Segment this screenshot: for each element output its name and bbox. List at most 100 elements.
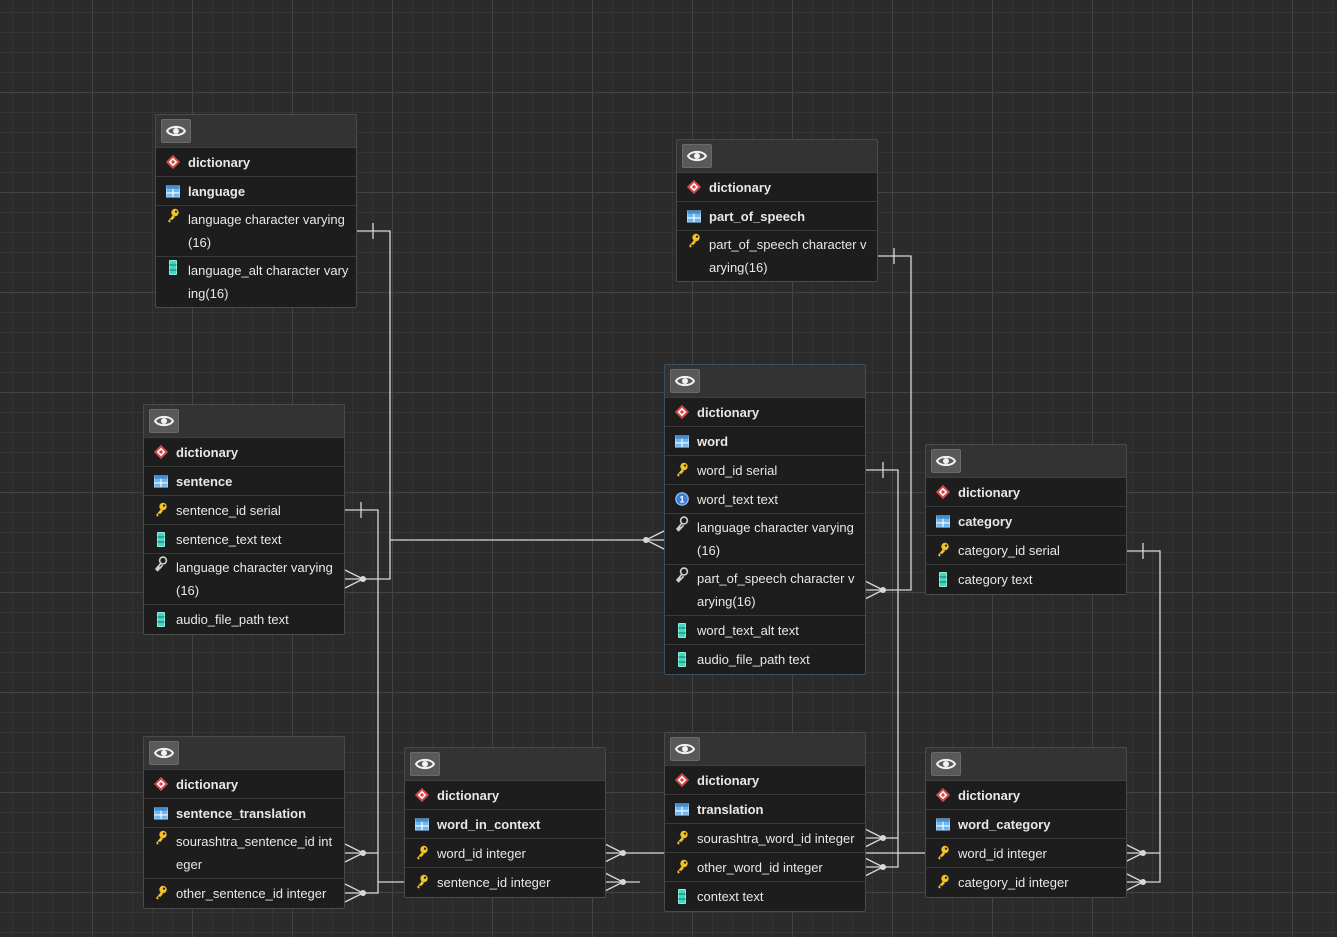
column-row[interactable]: language character varying (16) xyxy=(156,206,356,257)
schema-icon xyxy=(154,777,168,791)
relationship-dot xyxy=(880,587,886,593)
table-word-in-context[interactable]: dictionary word_in_context word_id integer… xyxy=(404,747,606,898)
table-header xyxy=(926,748,1126,781)
table-name-row: translation xyxy=(665,795,865,824)
table-icon xyxy=(166,184,180,198)
column-label: language character varying (16) xyxy=(176,560,333,598)
table-name-row: sentence_translation xyxy=(144,799,344,828)
schema-icon xyxy=(936,485,950,499)
schema-row: dictionary xyxy=(926,781,1126,810)
column-label: sentence_id integer xyxy=(437,875,551,890)
column-row[interactable]: category_id integer xyxy=(926,868,1126,897)
relationship-dot xyxy=(880,835,886,841)
column-row[interactable]: other_sentence_id integer xyxy=(144,879,344,908)
relationship-line xyxy=(345,509,379,894)
table-name-row: word_category xyxy=(926,810,1126,839)
relationship-dot xyxy=(360,576,366,582)
eye-icon[interactable] xyxy=(682,144,712,168)
schema-icon xyxy=(154,445,168,459)
key-icon xyxy=(154,502,168,517)
column-row[interactable]: sentence_id integer xyxy=(405,868,605,897)
schema-icon xyxy=(687,180,701,194)
table-icon xyxy=(936,817,950,831)
column-row[interactable]: part_of_speech character varying(16) xyxy=(677,231,877,281)
table-name: translation xyxy=(697,801,764,817)
unique-icon: 1 xyxy=(675,492,689,506)
column-row[interactable]: audio_file_path text xyxy=(665,645,865,674)
table-name: word xyxy=(697,433,729,449)
schema-row: dictionary xyxy=(926,478,1126,507)
column-row[interactable]: other_word_id integer xyxy=(665,853,865,882)
column-label: sentence_id serial xyxy=(176,503,281,518)
column-label: category_id integer xyxy=(958,875,1069,890)
eye-icon[interactable] xyxy=(670,369,700,393)
column-row[interactable]: word_text_alt text xyxy=(665,616,865,645)
column-row[interactable]: language character varying (16) xyxy=(144,554,344,605)
table-header xyxy=(677,140,877,173)
column-row[interactable]: word_id serial xyxy=(665,456,865,485)
eye-icon[interactable] xyxy=(931,752,961,776)
column-row[interactable]: sentence_text text xyxy=(144,525,344,554)
schema-row: dictionary xyxy=(144,438,344,467)
column-label: language character varying (16) xyxy=(188,212,345,250)
key-icon xyxy=(687,233,701,248)
key-icon xyxy=(415,845,429,860)
column-row[interactable]: word_id integer xyxy=(926,839,1126,868)
relationship-dot xyxy=(620,850,626,856)
column-label: category text xyxy=(958,572,1033,587)
column-row[interactable]: context text xyxy=(665,882,865,911)
foreign-key-icon xyxy=(675,567,689,583)
table-header xyxy=(665,733,865,766)
table-icon xyxy=(415,817,429,831)
table-header xyxy=(665,365,865,398)
column-row[interactable]: category_id serial xyxy=(926,536,1126,565)
eye-icon[interactable] xyxy=(931,449,961,473)
key-icon xyxy=(415,874,429,889)
table-name-row: language xyxy=(156,177,356,206)
key-icon xyxy=(936,542,950,557)
column-row[interactable]: audio_file_path text xyxy=(144,605,344,634)
column-label: word_text text xyxy=(697,492,778,507)
schema-icon xyxy=(675,405,689,419)
schema-name: dictionary xyxy=(437,787,500,803)
column-label: part_of_speech character varying(16) xyxy=(709,237,867,275)
column-row[interactable]: language_alt character varying(16) xyxy=(156,257,356,307)
table-name: category xyxy=(958,513,1013,529)
column-label: other_sentence_id integer xyxy=(176,886,327,901)
table-name: word_in_context xyxy=(437,816,541,832)
table-name: word_category xyxy=(958,816,1051,832)
schema-row: dictionary xyxy=(144,770,344,799)
column-row[interactable]: sourashtra_sentence_id integer xyxy=(144,828,344,879)
relationship-line xyxy=(1127,550,1161,883)
eye-icon[interactable] xyxy=(149,741,179,765)
schema-icon xyxy=(675,773,689,787)
table-name-row: sentence xyxy=(144,467,344,496)
eye-icon[interactable] xyxy=(410,752,440,776)
column-row[interactable]: sourashtra_word_id integer xyxy=(665,824,865,853)
column-row[interactable]: sentence_id serial xyxy=(144,496,344,525)
svg-text:1: 1 xyxy=(679,495,684,505)
table-icon xyxy=(936,514,950,528)
schema-row: dictionary xyxy=(156,148,356,177)
column-icon xyxy=(936,571,950,587)
foreign-key-icon xyxy=(154,556,168,572)
key-icon xyxy=(154,885,168,900)
table-word-category[interactable]: dictionary word_category word_id integer ca… xyxy=(925,747,1127,898)
eye-icon[interactable] xyxy=(149,409,179,433)
relationship-dot xyxy=(880,864,886,870)
eye-icon[interactable] xyxy=(161,119,191,143)
column-row[interactable]: word_id integer xyxy=(405,839,605,868)
table-category[interactable]: dictionary category category_id serial cate… xyxy=(925,444,1127,595)
column-row[interactable]: 1 word_text text xyxy=(665,485,865,514)
column-row[interactable]: part_of_speech character varying(16) xyxy=(665,565,865,616)
column-row[interactable]: language character varying (16) xyxy=(665,514,865,565)
eye-icon[interactable] xyxy=(670,737,700,761)
schema-name: dictionary xyxy=(176,776,239,792)
column-row[interactable]: category text xyxy=(926,565,1126,594)
